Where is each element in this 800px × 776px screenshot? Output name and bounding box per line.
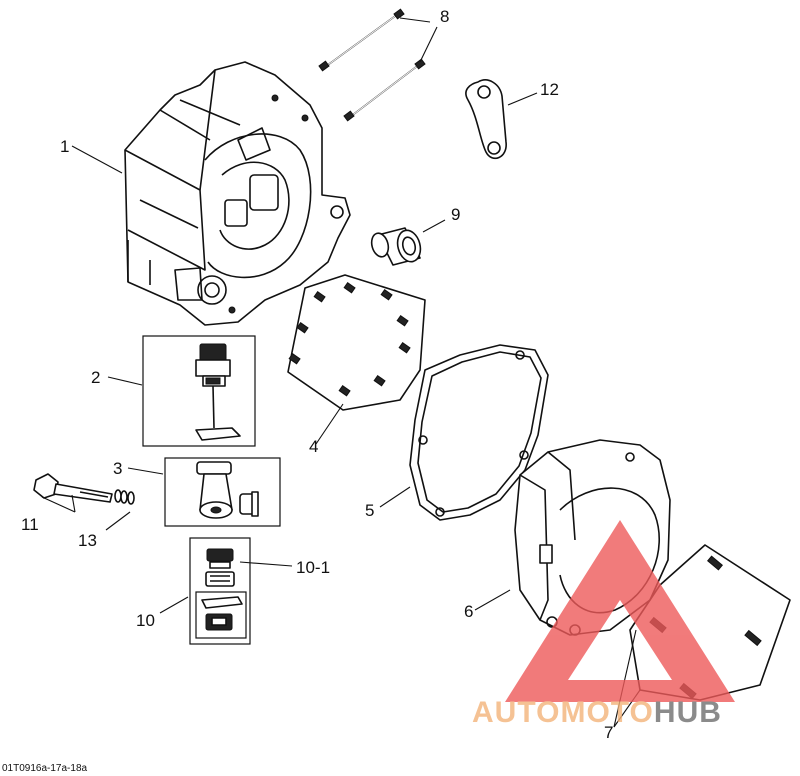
figure-code: 01T0916a-17a-18a [2,763,88,774]
callout-13: 13 [78,531,97,550]
watermark-triangle-icon [505,520,735,702]
part-13-washers [114,489,135,505]
callout-9: 9 [451,205,460,224]
part-11-bolt [33,473,113,503]
callout-labels: 1 2 3 4 5 6 7 8 9 10 10-1 11 12 13 [21,7,613,742]
callout-7: 7 [604,723,613,742]
callout-11: 11 [21,515,39,534]
callout-10: 10 [136,611,155,630]
callout-5: 5 [365,501,374,520]
callout-8: 8 [440,7,449,26]
part-10-box [189,537,251,645]
watermark-text: AUTOMOTOHUB [472,696,722,729]
part-3-box [164,457,281,527]
watermark-logo: AUTOMOTOHUB [472,520,735,729]
part-12-bracket [465,79,507,160]
callout-1: 1 [60,137,69,156]
callout-6: 6 [464,602,473,621]
callout-3: 3 [113,459,122,478]
part-5-gasket [409,344,549,521]
callout-10-1: 10-1 [296,558,330,577]
callout-4: 4 [309,437,318,456]
leader-lines [41,17,641,728]
part-2-box [142,335,256,447]
part-9-bushing [370,227,422,266]
callout-12: 12 [540,80,559,99]
part-1-housing [124,61,351,326]
part-4-plate [287,274,426,411]
callout-2: 2 [91,368,100,387]
part-8-studs [318,8,426,122]
